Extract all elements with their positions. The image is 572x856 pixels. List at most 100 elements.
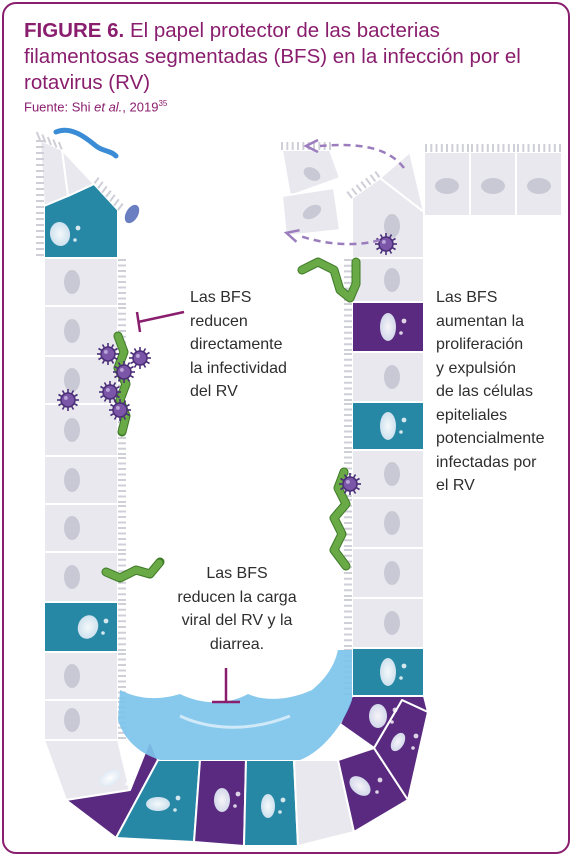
cell-nucleus — [64, 270, 80, 294]
gray-epithelial-cell — [379, 151, 425, 213]
callout-line: y expulsión — [436, 359, 517, 377]
granule — [401, 318, 407, 324]
microvilli — [517, 144, 561, 152]
virus-capsid — [342, 476, 358, 492]
gray-epithelial-cell — [344, 497, 425, 549]
rotavirus-icon — [57, 389, 79, 411]
gray-epithelial-cell — [43, 551, 126, 603]
gray-epithelial-cell — [515, 144, 563, 217]
teal-epithelial-cell — [344, 401, 425, 451]
gray-epithelial-cell — [423, 144, 471, 217]
virus-highlight — [135, 353, 140, 358]
bfs-segments — [102, 558, 164, 582]
source-italic: et al. — [94, 99, 123, 115]
gray-epithelial-cell — [344, 351, 425, 403]
fluid-highlight — [179, 714, 291, 729]
annotation-marks-layer — [135, 138, 405, 704]
granule — [175, 795, 181, 801]
microvilli — [344, 403, 352, 449]
cell-nucleus — [99, 769, 121, 787]
cell-nucleus — [146, 797, 170, 811]
cell-nucleus — [481, 178, 505, 194]
virus-capsid — [102, 384, 118, 400]
cell-body — [379, 151, 425, 213]
rotavirus-icon — [97, 343, 119, 365]
purple-epithelial-cell — [339, 695, 429, 749]
cell-body — [61, 149, 95, 197]
virus-highlight — [105, 387, 110, 392]
callout-line: proliferación — [436, 336, 524, 353]
callout-line: la infectividad — [190, 359, 287, 377]
arrow-shaft — [319, 143, 405, 169]
cell-nucleus — [49, 222, 71, 246]
cell-nucleus — [384, 511, 400, 535]
cell-nucleus — [380, 658, 396, 686]
cell-nucleus — [64, 418, 80, 442]
gray-epithelial-cell — [43, 455, 126, 505]
cell-nucleus — [64, 319, 80, 343]
teal-epithelial-cell — [43, 601, 126, 653]
figure-title: FIGURE 6. El papel protector de las bact… — [24, 18, 554, 96]
purple-epithelial-cell — [344, 301, 425, 353]
cell-nucleus — [302, 204, 322, 220]
granule — [392, 707, 398, 713]
source-ref: 35 — [158, 99, 168, 108]
virus-highlight — [115, 405, 120, 410]
microvilli — [93, 177, 124, 211]
dashed-arrow-icon — [303, 138, 405, 169]
virus-highlight — [345, 479, 350, 484]
cell-body — [43, 257, 119, 307]
granule — [278, 810, 282, 814]
gray-epithelial-cell — [43, 503, 126, 553]
bfs-segments — [298, 258, 360, 302]
cell-body — [43, 699, 119, 741]
granule — [390, 720, 394, 724]
bfs-bacteria-icon — [297, 257, 361, 303]
granule — [399, 676, 403, 680]
cell-nucleus — [349, 776, 371, 796]
microvilli — [118, 505, 126, 551]
cell-nucleus — [64, 516, 80, 540]
granule — [75, 225, 81, 231]
figure-title-text: El papel protector de las bacterias fila… — [24, 19, 521, 94]
granule — [235, 791, 241, 797]
granule — [73, 238, 77, 242]
source-prefix: Fuente: Shi — [24, 99, 95, 115]
granule — [401, 663, 407, 669]
microvilli — [118, 457, 126, 503]
virus-capsid — [112, 402, 128, 418]
figure-label: FIGURE 6. — [24, 19, 125, 42]
gray-epithelial-cell — [346, 171, 425, 259]
cell-body — [39, 139, 69, 207]
source-year: , 2019 — [122, 99, 159, 115]
gray-epithelial-cell — [281, 187, 341, 237]
granule — [401, 417, 407, 423]
cell-body — [43, 651, 119, 701]
virus-highlight — [103, 349, 108, 354]
callout-line: infectadas por — [436, 453, 537, 471]
virus-capsid — [132, 350, 148, 366]
arrow-head — [283, 228, 300, 243]
granule — [399, 430, 403, 434]
microvilli — [346, 171, 381, 199]
microvilli — [118, 603, 126, 651]
cell-nucleus — [384, 268, 400, 292]
callout-line: reducen — [190, 312, 248, 330]
gray-epithelial-cell — [61, 149, 95, 197]
cell-nucleus — [369, 704, 387, 728]
bfs-segments — [114, 332, 130, 436]
gray-epithelial-cell — [344, 597, 425, 649]
cell-nucleus — [435, 178, 459, 194]
granule — [377, 777, 383, 783]
rotavirus-icon — [339, 473, 361, 495]
bfs-bacteria-icon — [101, 557, 165, 583]
cell-body — [43, 503, 119, 553]
cell-nucleus — [527, 178, 551, 194]
teal-epithelial-cell — [243, 759, 299, 847]
microvilli — [425, 144, 469, 152]
dashed-arrow-icon — [283, 228, 381, 246]
bfs-bacteria-icon — [329, 467, 351, 571]
